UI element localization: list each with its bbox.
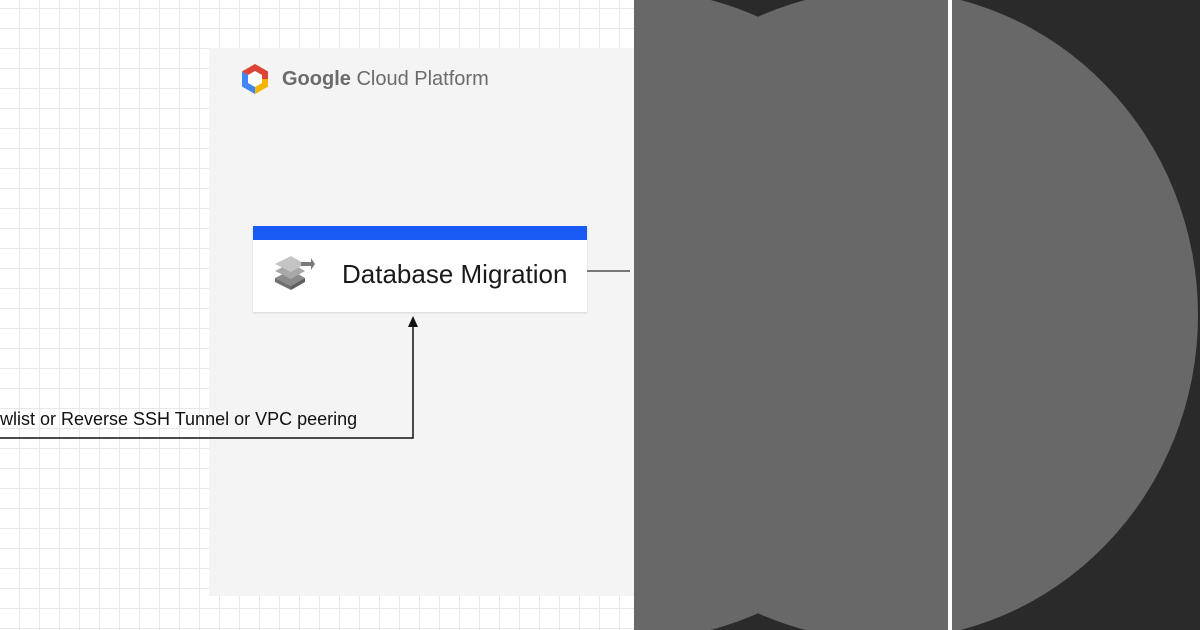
connector-layer — [0, 270, 630, 439]
large-circle-right — [634, 0, 1198, 630]
gcp-group-header: Google Cloud Platform — [238, 62, 489, 96]
google-cloud-logo-icon — [242, 64, 268, 94]
database-migration-icon — [275, 256, 315, 290]
node-accent-bar — [253, 226, 587, 240]
gcp-group-container[interactable] — [209, 48, 634, 596]
database-migration-node[interactable]: Database Migration — [253, 226, 587, 312]
vertical-separator — [948, 0, 952, 630]
database-migration-label: Database Migration — [342, 259, 568, 289]
gcp-title-bold: Google — [282, 67, 351, 90]
gcp-title-rest: Cloud Platform — [350, 67, 489, 90]
dark-overlay-region — [634, 0, 1200, 630]
connection-edge[interactable] — [0, 326, 414, 439]
gcp-group-title: Google Cloud Platform — [282, 68, 489, 91]
connection-label: wlist or Reverse SSH Tunnel or VPC peeri… — [0, 409, 358, 429]
connection-arrowhead — [408, 316, 418, 327]
